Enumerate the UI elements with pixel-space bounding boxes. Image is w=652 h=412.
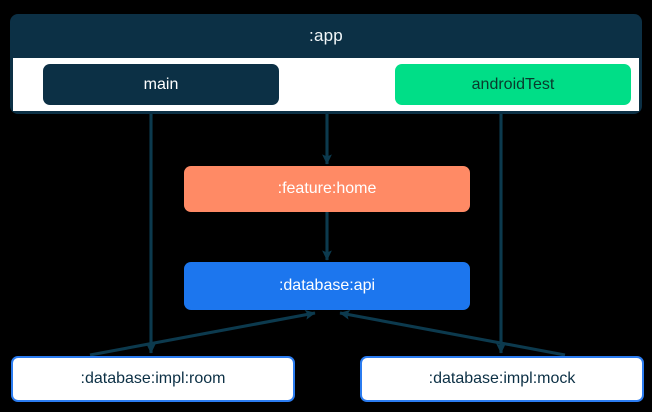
app-subgraph-title: :app xyxy=(309,26,343,45)
node-database-impl-room[interactable]: :database:impl:room xyxy=(11,356,295,402)
source-set-main[interactable]: main xyxy=(43,64,279,105)
node-database-api[interactable]: :database:api xyxy=(184,262,470,310)
node-database-impl-mock[interactable]: :database:impl:mock xyxy=(360,356,644,402)
app-subgraph-body: main androidTest xyxy=(13,58,639,111)
node-feature-home[interactable]: :feature:home xyxy=(184,166,470,212)
edge-mock-to-api xyxy=(339,309,566,357)
source-set-androidtest[interactable]: androidTest xyxy=(395,64,631,105)
edge-room-to-api xyxy=(89,309,316,357)
app-subgraph-container[interactable]: :app main androidTest xyxy=(10,14,642,114)
